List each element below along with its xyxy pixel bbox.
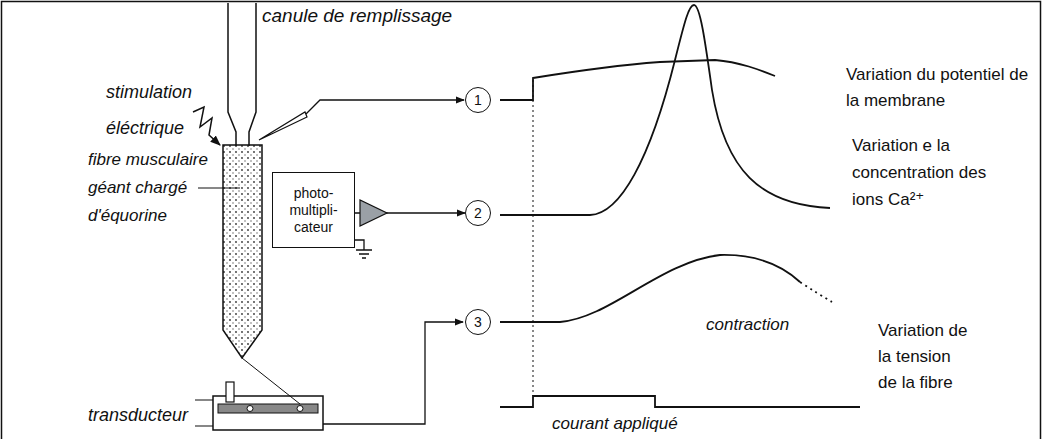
amplifier-symbol	[360, 200, 387, 226]
applied-current-trace	[500, 396, 860, 407]
membrane-potential-trace	[500, 60, 775, 100]
trace-label: Variation e la concentration des ions Ca…	[852, 132, 1007, 213]
pivot	[297, 406, 303, 412]
muscle-fiber	[223, 145, 262, 358]
microelectrode	[259, 112, 307, 140]
transducer-gauge	[226, 382, 234, 402]
cannula-label: canule de remplissage	[262, 4, 482, 28]
node-text: 3	[474, 315, 482, 329]
fiber-thread	[242, 358, 300, 404]
fiber-label: fibre musculaire géant chargé d'équorine	[88, 146, 222, 230]
trace-label: Variation de la tension de la fibre	[878, 318, 973, 396]
filling-cannula	[228, 3, 256, 146]
stimulation-label: stimulation éléctrique	[106, 74, 218, 146]
trace-label: Variation du potentiel de la membrane	[846, 62, 1036, 114]
tension-trace	[500, 255, 800, 322]
node-text: 1	[474, 93, 482, 107]
photomultiplier-box: photo- multipli- cateur	[272, 172, 355, 248]
callout-circle: 1	[465, 87, 491, 113]
node-text: 2	[474, 206, 482, 220]
ground-symbol	[353, 240, 372, 258]
transducer-wires	[195, 400, 213, 426]
stimulation-arrow	[193, 107, 220, 145]
leader-line	[198, 188, 240, 189]
trace-label: courant appliqué	[552, 414, 722, 434]
pivot	[247, 406, 253, 412]
callout-circle: 2	[465, 200, 491, 226]
trace-label: contraction	[706, 314, 826, 336]
tension-wire	[323, 322, 463, 424]
calcium-trace	[500, 5, 830, 215]
transducer-beam	[218, 404, 318, 413]
tension-trace-dotted	[800, 282, 832, 302]
node-text: photo- multipli- cateur	[278, 185, 349, 236]
callout-circle: 3	[465, 309, 491, 335]
stimulus-onset-line	[533, 80, 534, 396]
transducer-label: transducteur	[88, 404, 208, 426]
potential-wire	[306, 100, 464, 114]
